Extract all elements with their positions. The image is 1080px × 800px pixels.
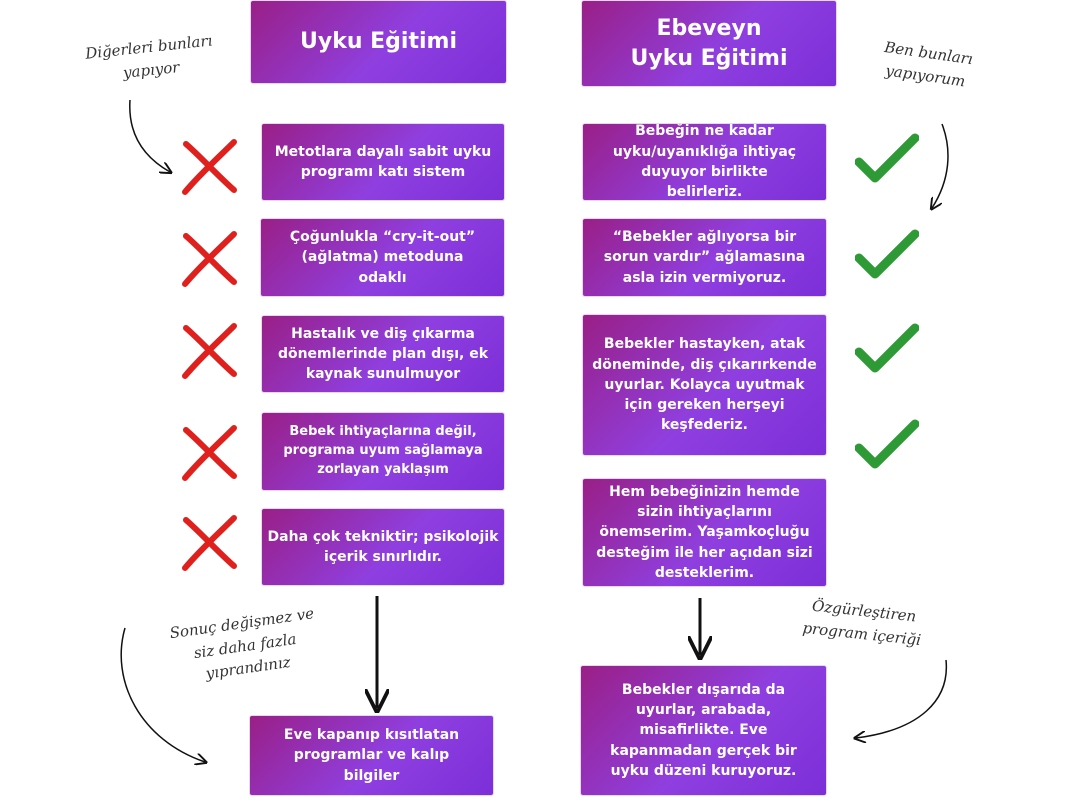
check-icon [855,419,919,469]
left-item-4-text: Bebek ihtiyaçlarına değil, programa uyum… [283,424,483,477]
left-item-5: Daha çok tekniktir; psikolojik içerik sı… [262,509,504,585]
right-item-3: Bebekler hastayken, atak döneminde, diş … [583,315,826,455]
arrow-me [932,123,949,208]
check-icon [855,229,919,279]
result-left: Eve kapanıp kısıtlatan programlar ve kal… [250,716,493,795]
right-item-4-text: Hem bebeğinizin hemde sizin ihtiyaçların… [596,483,813,581]
left-item-3-text: Hastalık ve diş çıkarma dönemlerinde pla… [277,325,489,383]
right-item-1-text: Bebeğin ne kadar uyku/uyanıklığa ihtiyaç… [612,123,797,201]
right-item-1: Bebeğin ne kadar uyku/uyanıklığa ihtiyaç… [583,123,826,201]
left-item-1-text: Metotlara dayalı sabit uyku programı kat… [274,143,492,180]
left-item-4: Bebek ihtiyaçlarına değil, programa uyum… [262,413,504,490]
cross-icon [182,323,237,379]
check-icon [855,323,919,373]
left-item-5-text: Daha çok tekniktir; psikolojik içerik sı… [267,528,499,565]
cross-icon [182,139,237,195]
check-icon [855,133,919,183]
arrow-others [129,99,170,172]
right-item-4: Hem bebeğinizin hemde sizin ihtiyaçların… [583,479,826,586]
header-uyku-egitimi: Uyku Eğitimi [251,1,506,83]
result-right-text: Bebekler dışarıda da uyurlar, arabada, m… [610,681,797,779]
header-ebeveyn-uyku-egitimi: Ebeveyn Uyku Eğitimi [582,1,836,86]
header-right-label: Ebeveyn Uyku Eğitimi [630,15,788,71]
left-item-3: Hastalık ve diş çıkarma dönemlerinde pla… [262,316,504,392]
right-item-2: “Bebekler ağlıyorsa bir sorun vardır” ağ… [583,219,826,296]
result-right: Bebekler dışarıda da uyurlar, arabada, m… [581,666,826,795]
result-left-text: Eve kapanıp kısıtlatan programlar ve kal… [283,727,460,784]
cross-icon [182,515,237,571]
header-left-label: Uyku Eğitimi [300,29,457,55]
left-item-2-text: Çoğunlukla “cry-it-out” (ağlatma) metodu… [289,229,476,286]
right-item-2-text: “Bebekler ağlıyorsa bir sorun vardır” ağ… [603,229,806,286]
cross-icon [182,231,237,287]
arrow-freeing [856,659,948,738]
cross-icon [182,425,237,481]
right-item-3-text: Bebekler hastayken, atak döneminde, diş … [592,336,817,434]
left-item-1: Metotlara dayalı sabit uyku programı kat… [262,124,504,200]
left-item-2: Çoğunlukla “cry-it-out” (ağlatma) metodu… [261,219,504,296]
arrow-outcome [120,627,205,762]
